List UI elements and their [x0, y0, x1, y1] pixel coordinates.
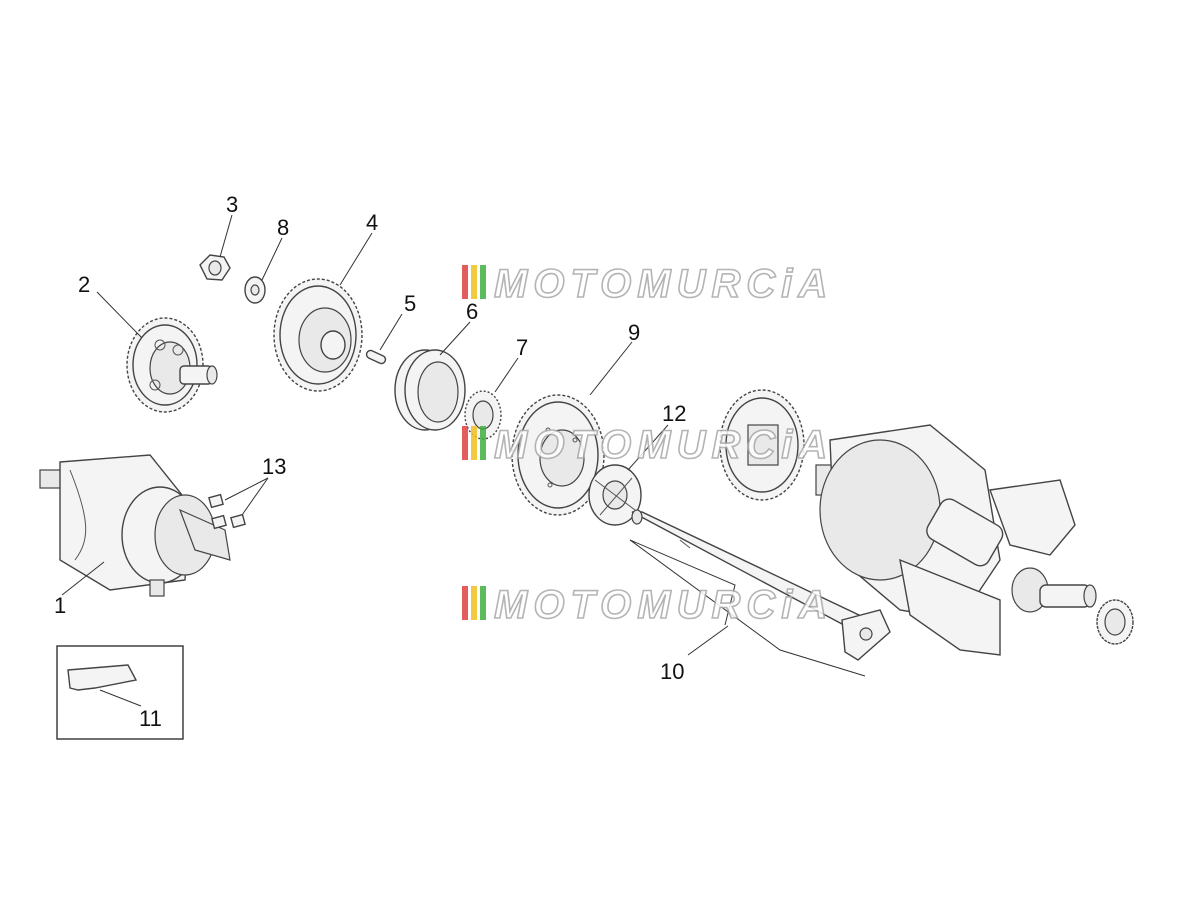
callout-3: 3 — [226, 192, 238, 217]
watermark-stripe — [462, 586, 468, 620]
callout-12: 12 — [662, 401, 686, 426]
watermark-stripe — [462, 265, 468, 299]
watermark-stripe — [462, 426, 468, 460]
svg-text:MOTOMURCiA: MOTOMURCiA — [494, 583, 833, 627]
part-crank-nut — [1096, 599, 1134, 645]
part-11-inset — [56, 645, 184, 740]
part-bushing — [394, 349, 466, 431]
part-crank-gear — [719, 389, 805, 501]
part-balancer-gear — [511, 394, 605, 516]
callout-11: 11 — [139, 706, 162, 731]
callout-13: 13 — [262, 454, 286, 479]
callout-6: 6 — [466, 299, 478, 324]
watermark-stripe — [480, 426, 486, 460]
part-brushes — [208, 493, 246, 530]
watermark-middle: MOTOMURCiA — [462, 422, 833, 468]
callout-5: 5 — [404, 291, 416, 316]
svg-text:MOTOMURCiA: MOTOMURCiA — [494, 262, 833, 306]
watermark-stripe — [471, 586, 477, 620]
part-balancer-shaft — [629, 509, 891, 677]
callout-4: 4 — [366, 210, 378, 235]
leader-lines — [61, 214, 729, 707]
part-starter-motor — [39, 454, 231, 597]
watermark-stripe — [480, 586, 486, 620]
part-crankshaft — [815, 424, 1097, 656]
watermark-bottom: MOTOMURCiA — [462, 582, 833, 628]
watermark-stripe — [471, 426, 477, 460]
callout-1: 1 — [54, 593, 66, 618]
part-damper — [588, 464, 642, 526]
part-starter-gear — [126, 317, 218, 413]
part-intermediate-gear — [273, 278, 363, 392]
callout-10: 10 — [660, 659, 684, 684]
callout-2: 2 — [78, 272, 90, 297]
watermark-top: MOTOMURCiA — [462, 261, 833, 307]
callout-9: 9 — [628, 320, 640, 345]
part-nut — [199, 254, 231, 281]
svg-text:MOTOMURCiA: MOTOMURCiA — [494, 423, 833, 467]
callout-8: 8 — [277, 215, 289, 240]
part-pin — [365, 349, 387, 365]
watermark-stripe — [480, 265, 486, 299]
part-washer — [244, 276, 266, 304]
callout-7: 7 — [516, 335, 528, 360]
watermark-stripe — [471, 265, 477, 299]
